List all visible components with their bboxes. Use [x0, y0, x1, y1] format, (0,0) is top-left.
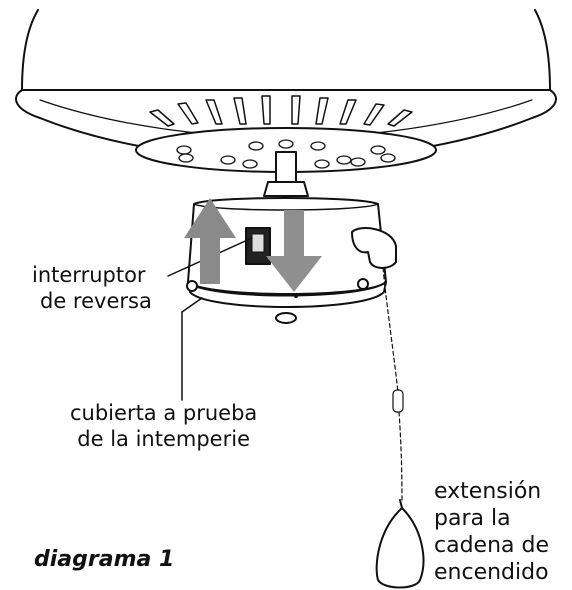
reverse-switch-icon	[245, 227, 271, 265]
pull-chain-label-line4: encendido	[434, 560, 549, 585]
reverse-switch-label-line2: de reversa	[40, 289, 152, 313]
vent-slots	[149, 95, 413, 127]
diagram-caption: diagrama 1	[34, 547, 175, 572]
pull-chain-label: extensión para la cadena de encendido	[434, 478, 549, 586]
reverse-switch-label-line1: interruptor	[32, 263, 146, 287]
weather-cover-label-line2: de la intemperie	[77, 427, 250, 451]
center-shaft	[275, 151, 297, 183]
fan-motor-housing	[21, 9, 551, 91]
reverse-switch-label: interruptor de reversa	[32, 262, 152, 314]
down-arrow-icon	[266, 210, 322, 292]
up-arrow-icon	[184, 198, 236, 284]
screw-icons	[176, 139, 396, 169]
pull-chain	[382, 267, 404, 501]
pull-chain-label-line1: extensión	[434, 479, 542, 504]
weather-cover	[351, 227, 397, 269]
pull-knob-icon	[375, 499, 425, 589]
weather-cover-label-line1: cubierta a prueba	[70, 401, 258, 425]
pull-chain-label-line2: para la	[434, 506, 511, 531]
weather-cover-label: cubierta a prueba de la intemperie	[70, 400, 257, 452]
pull-chain-label-line3: cadena de	[434, 533, 549, 558]
